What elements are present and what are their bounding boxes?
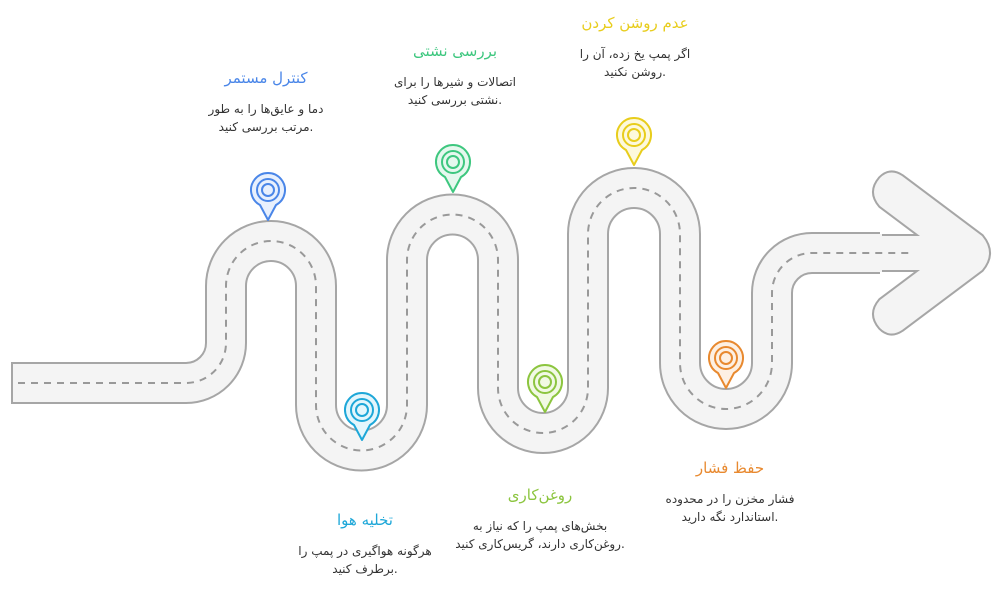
road-center-dashes <box>18 187 910 452</box>
step-continuous-control: کنترل مستمر دما و عایق‌ها را به طور .مرت… <box>186 68 346 136</box>
map-pin-icon <box>435 144 471 193</box>
step-description: بخش‌های پمپ را که نیاز به .روغن‌کاری دار… <box>440 517 640 553</box>
step-description: فشار مخزن را در محدوده .استاندارد نگه دا… <box>645 490 815 526</box>
step-bleed-air: تخلیه هوا هرگونه هواگیری در پمپ را .برطر… <box>275 510 455 578</box>
arrow-head <box>860 172 989 334</box>
step-title: حفظ فشار <box>695 459 765 477</box>
map-pin-icon <box>708 340 744 389</box>
step-title: کنترل مستمر <box>224 69 308 87</box>
step-maintain-pressure: حفظ فشار فشار مخزن را در محدوده .استاندا… <box>645 458 815 526</box>
desc-line: فشار مخزن را در محدوده <box>665 492 795 506</box>
step-title: بررسی نشتی <box>412 42 498 60</box>
desc-line: .روغن‌کاری دارند، گریس‌کاری کنید <box>455 537 625 551</box>
map-pin-icon <box>616 117 652 166</box>
desc-line: دما و عایق‌ها را به طور <box>208 102 324 116</box>
step-description: دما و عایق‌ها را به طور .مرتب بررسی کنید <box>186 100 346 136</box>
step-leak-check: بررسی نشتی اتصالات و شیرها را برای .نشتی… <box>370 41 540 109</box>
step-lubrication: روغن‌کاری بخش‌های پمپ را که نیاز به .روغ… <box>440 485 640 553</box>
desc-line: .مرتب بررسی کنید <box>218 120 314 134</box>
map-pin-icon <box>527 364 563 413</box>
desc-line: هرگونه هواگیری در پمپ را <box>298 544 432 558</box>
desc-line: .نشتی بررسی کنید <box>407 93 503 107</box>
step-description: اتصالات و شیرها را برای .نشتی بررسی کنید <box>370 73 540 109</box>
step-title: روغن‌کاری <box>507 486 573 504</box>
desc-line: اتصالات و شیرها را برای <box>393 75 517 89</box>
step-title: عدم روشن کردن <box>581 14 689 32</box>
desc-line: بخش‌های پمپ را که نیاز به <box>472 519 608 533</box>
step-title: تخلیه هوا <box>337 511 393 529</box>
step-do-not-start: عدم روشن کردن اگر پمپ یخ زده، آن را .روش… <box>560 13 710 81</box>
desc-line: .استاندارد نگه دارید <box>681 510 779 524</box>
step-description: هرگونه هواگیری در پمپ را .برطرف کنید <box>275 542 455 578</box>
step-description: اگر پمپ یخ زده، آن را .روشن نکنید <box>560 45 710 81</box>
map-pin-icon <box>250 172 286 221</box>
desc-line: .برطرف کنید <box>332 562 398 576</box>
desc-line: .روشن نکنید <box>604 65 666 79</box>
map-pin-icon <box>344 392 380 441</box>
desc-line: اگر پمپ یخ زده، آن را <box>579 47 691 61</box>
